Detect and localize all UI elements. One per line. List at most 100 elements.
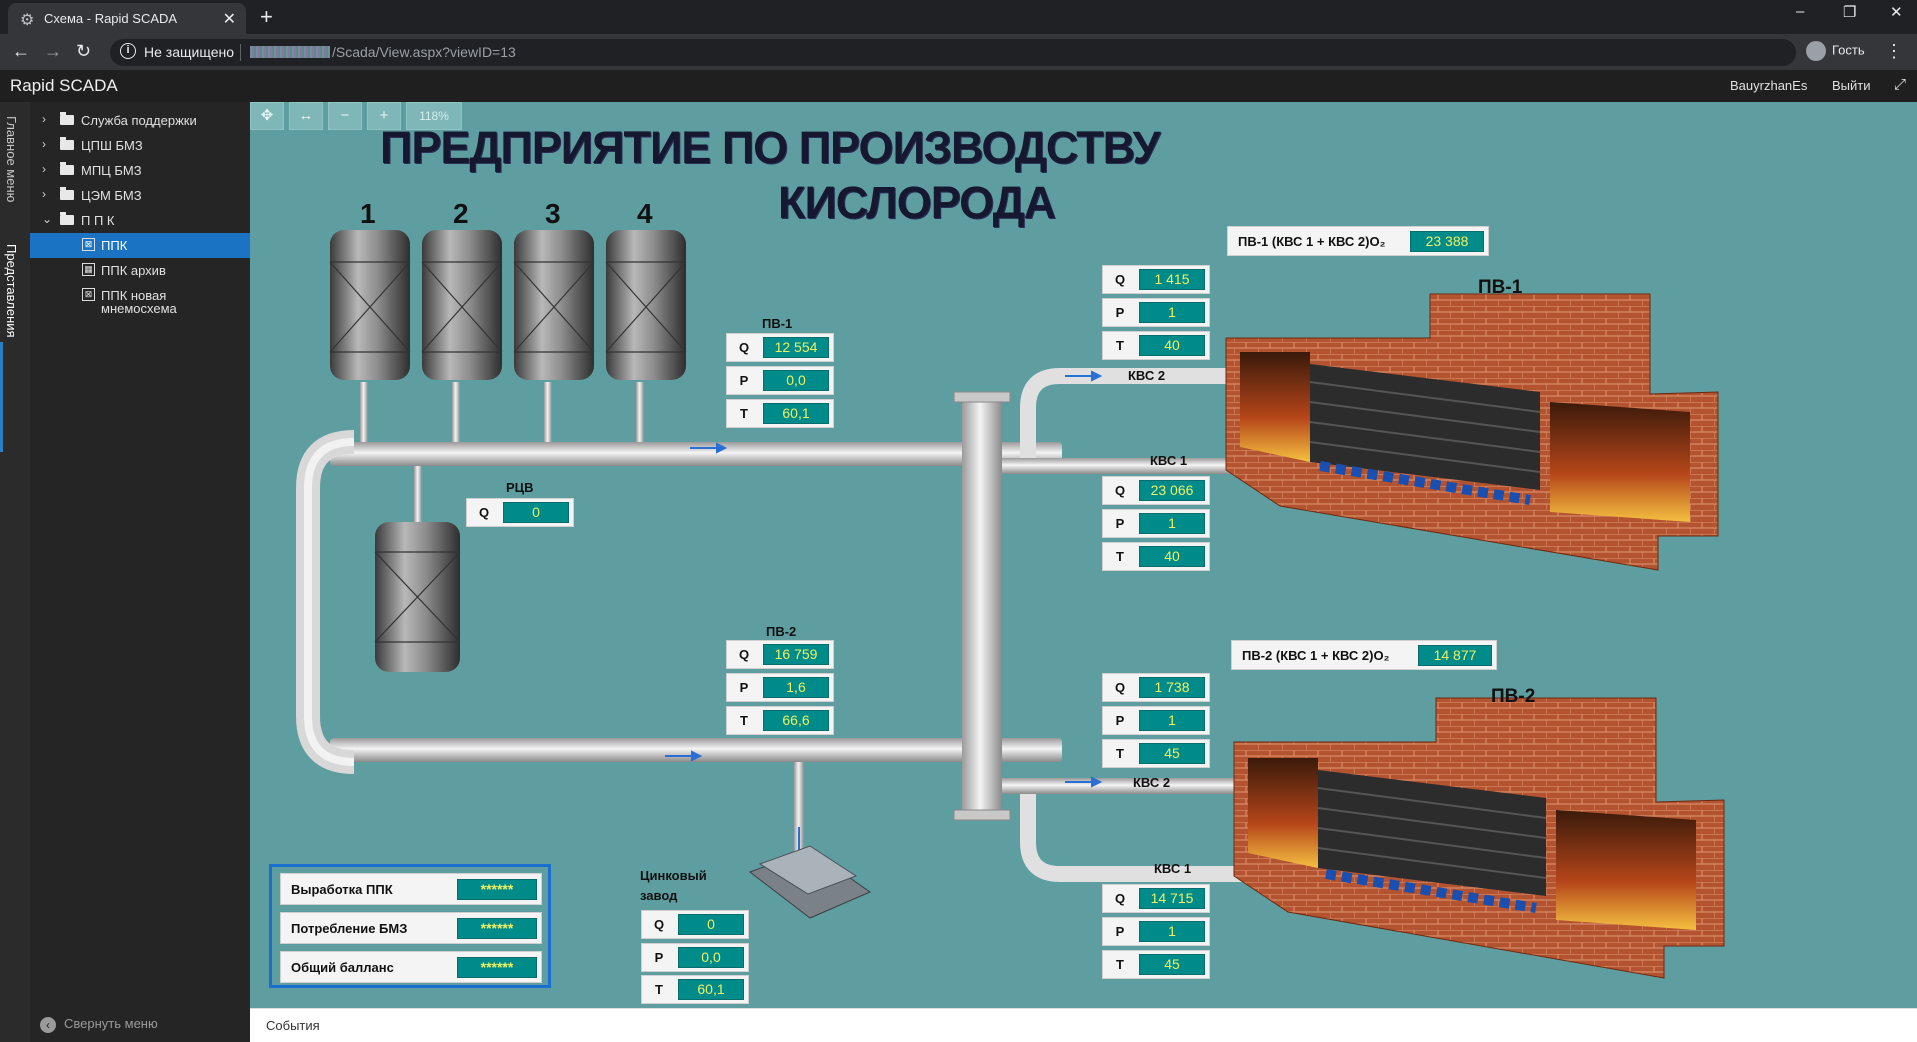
folder-icon [60, 212, 74, 225]
profile-button[interactable]: Гость [1806, 41, 1865, 61]
fullscreen-icon[interactable]: ⤢ [1894, 76, 1907, 93]
close-tab-icon[interactable]: ✕ [222, 11, 236, 28]
tree-item-ppk-folder[interactable]: ⌄ П П К [30, 208, 250, 233]
restore-icon[interactable]: ❐ [1843, 4, 1857, 21]
folder-icon [60, 112, 74, 125]
zoom-level: 118% [406, 102, 462, 130]
user-name[interactable]: BauyrzhanEs [1730, 78, 1808, 93]
value: 40 [1139, 335, 1205, 356]
address-bar[interactable]: i Не защищено /Scada/View.aspx?viewID=13 [110, 39, 1796, 66]
close-window-icon[interactable]: ✕ [1890, 4, 1903, 21]
pv2-label: ПВ-2 [766, 624, 797, 639]
key-label: T [740, 406, 748, 421]
tab-views[interactable]: Представления [4, 244, 19, 338]
chevron-right-icon[interactable]: › [42, 187, 46, 201]
zinc-label: завод [640, 888, 678, 903]
back-icon[interactable]: ← [12, 41, 30, 61]
minimize-icon[interactable]: – [1796, 3, 1805, 20]
chevron-right-icon[interactable]: › [42, 112, 46, 126]
zinc-plant-machine [748, 845, 872, 919]
total-value: ****** [457, 879, 537, 900]
browser-tab[interactable]: ⚙ Схема - Rapid SCADA ✕ [8, 3, 246, 34]
zoom-out-icon[interactable]: − [328, 102, 362, 130]
url-path: /Scada/View.aspx?viewID=13 [332, 44, 516, 60]
collapse-menu-button[interactable]: ‹Свернуть меню [40, 1016, 158, 1033]
reload-icon[interactable]: ↻ [76, 41, 92, 61]
tank-number: 4 [637, 198, 653, 229]
forward-icon[interactable]: → [44, 41, 62, 61]
tree-label: мнемосхема [101, 301, 177, 316]
pan-icon[interactable]: ✥ [250, 102, 284, 130]
tab-main-menu[interactable]: Главное меню [4, 116, 19, 203]
chevron-right-icon[interactable]: › [42, 162, 46, 176]
app-header: Rapid SCADA BauyrzhanEs Выйти ⤢ [0, 70, 1917, 102]
value: 1 [1139, 302, 1205, 323]
total-consumption[interactable]: Потребление БМЗ****** [280, 912, 542, 944]
scheme-drawing [296, 230, 1725, 979]
fit-width-icon[interactable]: ↔ [289, 102, 323, 130]
new-tab-button[interactable]: + [260, 4, 273, 29]
tank-number: 2 [453, 198, 469, 229]
chevron-right-icon[interactable]: › [42, 137, 46, 151]
tree-item-ppk-archive[interactable]: ▦ ППК архив [30, 258, 250, 283]
value: 12 554 [763, 337, 829, 358]
f2-kvs2-label: КВС 2 [1133, 775, 1171, 790]
browser-toolbar: ← → ↻ i Не защищено /Scada/View.aspx?vie… [0, 34, 1917, 70]
chevron-down-icon[interactable]: ⌄ [42, 212, 53, 226]
pv1-q[interactable]: Q 12 554 [726, 333, 834, 362]
avatar-icon [1806, 41, 1826, 61]
tree-label: ЦПШ БМЗ [81, 138, 143, 153]
rcv-tank [374, 522, 461, 672]
key-label: Q [738, 340, 750, 355]
tree-item-cpsh[interactable]: › ЦПШ БМЗ [30, 133, 250, 158]
f1-kvs1-label: КВС 1 [1150, 453, 1188, 468]
logout-link[interactable]: Выйти [1832, 78, 1871, 93]
tank-number: 1 [360, 198, 376, 229]
tree-item-ppk[interactable]: ⊠ ППК [30, 233, 250, 258]
more-menu-icon[interactable]: ⋮ [1885, 41, 1903, 61]
info-icon[interactable]: i [120, 43, 136, 59]
tree-item-support[interactable]: › Служба поддержки [30, 108, 250, 133]
app-brand[interactable]: Rapid SCADA [10, 76, 118, 95]
zoom-in-icon[interactable]: + [367, 102, 401, 130]
folder-icon [60, 137, 74, 150]
tree-item-ppk-new[interactable]: ⊠ ППК новая мнемосхема [30, 283, 250, 323]
tree-item-cem[interactable]: › ЦЭМ БМЗ [30, 183, 250, 208]
tree-label: Служба поддержки [81, 113, 197, 128]
tree-label: ППК архив [101, 263, 166, 278]
total-balance[interactable]: Общий балланс****** [280, 951, 542, 983]
blurred-host [250, 46, 330, 58]
furnace-2 [1233, 697, 1725, 979]
tree-item-mpc[interactable]: › МПЦ БМЗ [30, 158, 250, 183]
gear-icon: ⚙ [20, 12, 35, 29]
events-bar[interactable]: События [250, 1008, 1917, 1042]
f1-title: ПВ-1 [1478, 277, 1523, 298]
value: 1 415 [1139, 269, 1205, 290]
total-production[interactable]: Выработка ППК****** [280, 873, 542, 905]
tank-4 [605, 230, 687, 380]
value: 45 [1139, 954, 1205, 975]
